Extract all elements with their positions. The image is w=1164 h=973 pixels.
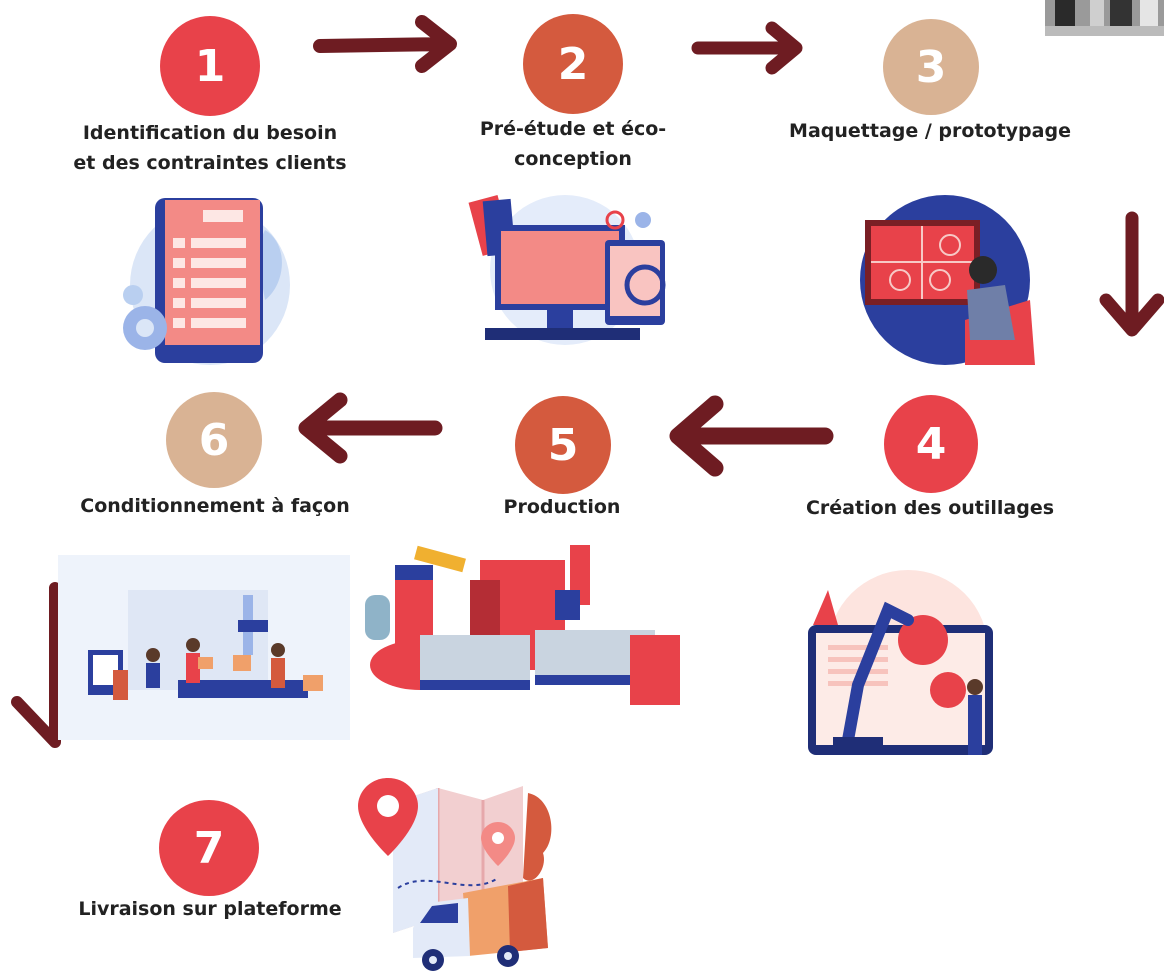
step-5-circle: 5 — [515, 396, 611, 494]
step-1-label: Identification du besoin et des contrain… — [40, 118, 380, 178]
step-5-label: Production — [452, 492, 672, 522]
step-3-circle: 3 — [883, 19, 979, 115]
arrow-left-5-to-6 — [298, 392, 443, 464]
step-2-circle: 2 — [523, 14, 623, 114]
step-2-label-line-1: Pré-étude et éco- — [479, 118, 667, 140]
arrow-right-2-to-3 — [691, 21, 803, 75]
step-4-label: Création des outillages — [775, 493, 1085, 523]
step-5-label-line-1: Production — [503, 496, 621, 518]
production-line-illustration — [365, 545, 680, 705]
step-2-label-line-2: conception — [514, 148, 632, 170]
arrow-right-1-to-2 — [313, 15, 457, 73]
tooling-robot-illustration — [808, 570, 993, 755]
step-6-label-line-1: Conditionnement à façon — [80, 495, 350, 517]
step-6-label: Conditionnement à façon — [45, 491, 385, 521]
step-6-circle: 6 — [166, 392, 262, 488]
arrow-down-3-to-4 — [1099, 211, 1164, 337]
arrow-down-6-to-7 — [11, 582, 61, 748]
step-1-label-line-1: Identification du besoin — [82, 122, 338, 144]
corner-photo — [1045, 0, 1164, 36]
prototyping-cad-illustration — [860, 195, 1035, 365]
step-3-label: Maquettage / prototypage — [760, 116, 1100, 146]
step-1-circle: 1 — [160, 16, 260, 116]
step-1-label-line-2: et des contraintes clients — [73, 152, 347, 174]
step-4-circle: 4 — [884, 395, 978, 493]
delivery-truck-illustration — [358, 778, 552, 971]
step-3-label-line-1: Maquettage / prototypage — [789, 120, 1071, 142]
arrow-left-4-to-5 — [669, 395, 834, 477]
step-7-label: Livraison sur plateforme — [45, 894, 375, 924]
requirements-document-illustration — [123, 198, 290, 365]
eco-design-illustration — [468, 195, 666, 345]
step-7-circle: 7 — [159, 800, 259, 896]
step-7-label-line-1: Livraison sur plateforme — [78, 898, 342, 920]
step-2-label: Pré-étude et éco- conception — [430, 114, 716, 174]
step-4-label-line-1: Création des outillages — [805, 497, 1055, 519]
packaging-line-illustration — [58, 555, 350, 740]
